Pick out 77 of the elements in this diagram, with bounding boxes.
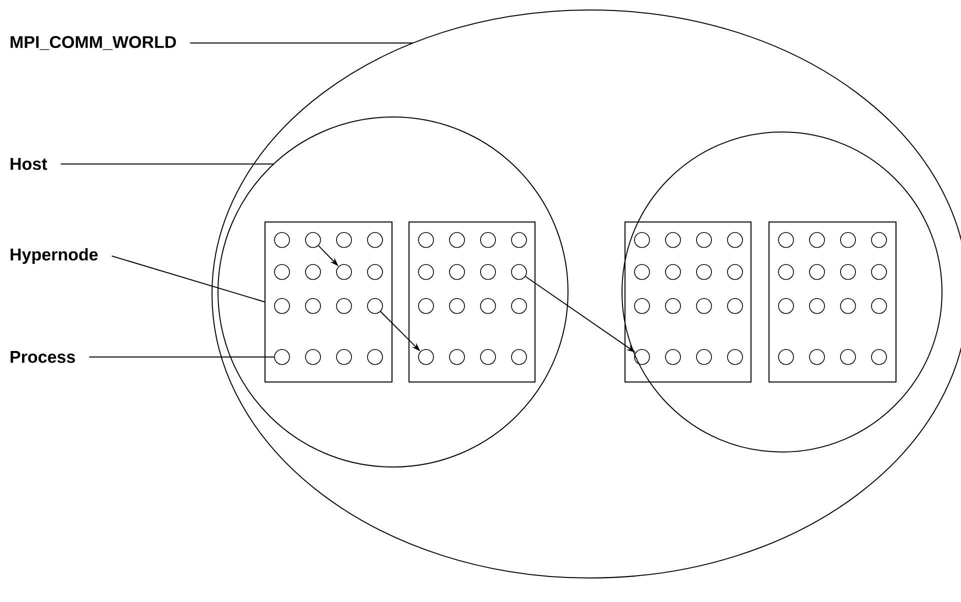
process-circle xyxy=(367,264,383,280)
leader-line xyxy=(190,42,414,44)
process-circle xyxy=(634,264,650,280)
process-circle xyxy=(336,264,352,280)
process-circle xyxy=(367,349,383,365)
process-circle xyxy=(665,264,681,280)
process-circle xyxy=(274,232,290,248)
leader-line xyxy=(111,256,266,302)
process-circle xyxy=(336,298,352,314)
process-circle xyxy=(449,349,465,365)
label-text: Host xyxy=(10,158,48,170)
process-circle xyxy=(778,232,794,248)
process-circle xyxy=(274,349,290,365)
process-circle xyxy=(305,349,321,365)
label-text: MPI_COMM_WORLD xyxy=(10,36,176,50)
process-circle xyxy=(871,349,887,365)
process-circle xyxy=(871,232,887,248)
process-circle xyxy=(871,298,887,314)
process-circle xyxy=(809,298,825,314)
process-circle xyxy=(418,349,434,365)
process-circle xyxy=(336,232,352,248)
hypernode-box xyxy=(264,222,392,382)
process-circle xyxy=(727,232,743,248)
process-circle xyxy=(727,264,743,280)
process-circle xyxy=(480,264,496,280)
process-circle xyxy=(634,349,650,365)
process-circle xyxy=(840,232,856,248)
process-circle xyxy=(634,298,650,314)
process-circle xyxy=(665,349,681,365)
host-circle xyxy=(622,132,942,452)
hypernode-box xyxy=(624,222,752,382)
process-circle xyxy=(634,232,650,248)
host-circle xyxy=(218,116,568,468)
process-circle xyxy=(665,298,681,314)
label-text: Hypernode xyxy=(10,248,98,264)
process-circle xyxy=(511,349,527,365)
process-circle xyxy=(480,298,496,314)
process-circle xyxy=(511,298,527,314)
process-circle xyxy=(727,349,743,365)
process-circle xyxy=(336,349,352,365)
process-circle xyxy=(418,264,434,280)
process-circle xyxy=(449,264,465,280)
hypernode-box xyxy=(768,222,896,382)
process-circle xyxy=(809,264,825,280)
process-circle xyxy=(449,232,465,248)
hypernode-box xyxy=(408,222,536,382)
process-circle xyxy=(449,298,465,314)
process-circle xyxy=(778,264,794,280)
process-circle xyxy=(778,349,794,365)
process-circle xyxy=(871,264,887,280)
process-circle xyxy=(696,349,712,365)
process-circle xyxy=(840,349,856,365)
process-circle xyxy=(480,232,496,248)
process-circle xyxy=(305,264,321,280)
process-circle xyxy=(809,232,825,248)
process-circle xyxy=(418,298,434,314)
process-circle xyxy=(367,298,383,314)
process-circle xyxy=(696,232,712,248)
process-circle xyxy=(840,264,856,280)
process-circle xyxy=(778,298,794,314)
process-circle xyxy=(274,298,290,314)
process-circle xyxy=(696,298,712,314)
process-circle xyxy=(696,264,712,280)
process-circle xyxy=(809,349,825,365)
process-circle xyxy=(480,349,496,365)
process-circle xyxy=(511,232,527,248)
label-text: Process xyxy=(10,351,75,363)
process-circle xyxy=(305,298,321,314)
process-circle xyxy=(418,232,434,248)
leader-line xyxy=(88,356,275,358)
process-circle xyxy=(274,264,290,280)
process-circle xyxy=(367,232,383,248)
process-circle xyxy=(665,232,681,248)
process-circle xyxy=(305,232,321,248)
process-circle xyxy=(727,298,743,314)
process-circle xyxy=(840,298,856,314)
process-circle xyxy=(511,264,527,280)
